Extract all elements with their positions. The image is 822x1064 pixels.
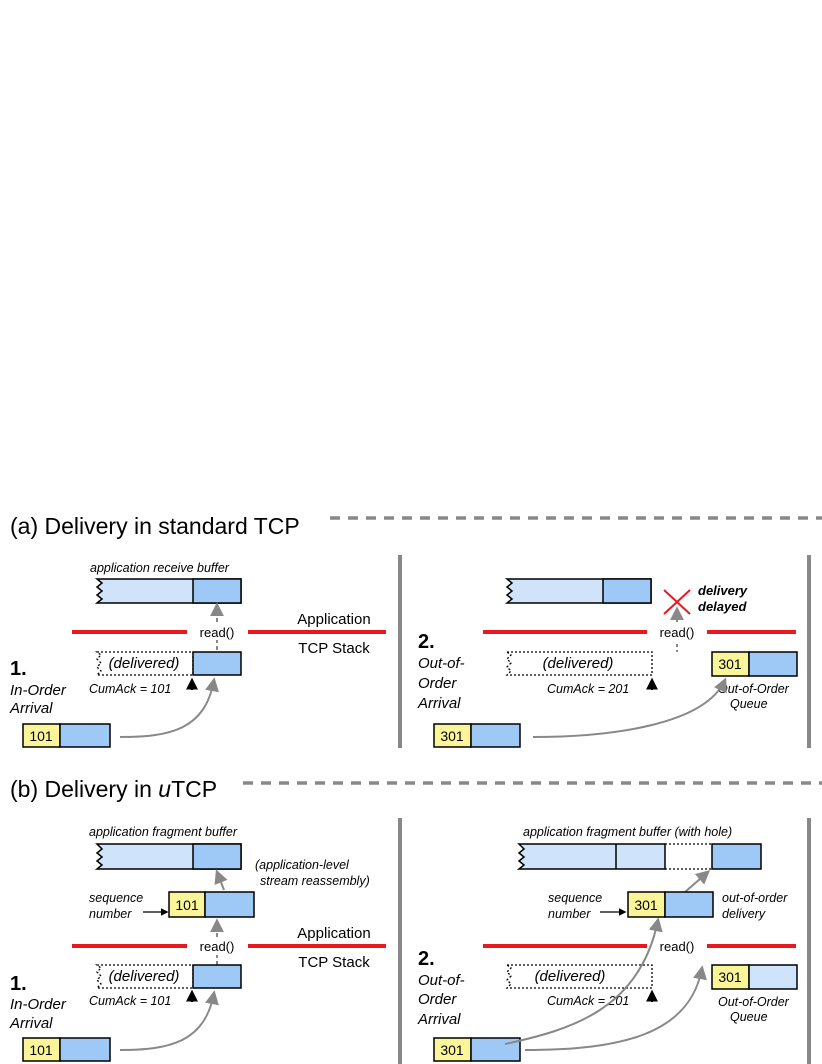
sequence-label-line1: sequence <box>548 891 602 905</box>
section-b-title-prefix: (b) Delivery in <box>10 776 158 802</box>
segment-seq-number: 101 <box>29 1042 53 1058</box>
section-b: (b) Delivery in uTCP application fragmen… <box>9 776 822 1064</box>
section-a-left-panel: application receive buffer read() Applic… <box>9 561 386 748</box>
section-b-title-u: u <box>158 776 171 802</box>
layer-tcp-stack-label: TCP Stack <box>298 640 370 657</box>
direct-delivery-arrow <box>504 917 663 1045</box>
arrival-label-line1: In-Order <box>10 996 67 1013</box>
seq-segment-number: 301 <box>634 897 658 913</box>
tcp-buffer-payload <box>192 651 242 676</box>
read-call-label: read() <box>200 939 235 954</box>
sequence-label-line1: sequence <box>89 891 143 905</box>
read-call-label: read() <box>200 625 235 640</box>
segment-payload <box>59 723 111 748</box>
segment-payload <box>59 1037 111 1062</box>
reassembly-label-line1: (application-level <box>255 858 350 872</box>
sequence-label-line2: number <box>548 907 591 921</box>
delivered-label: (delivered) <box>535 968 606 985</box>
delivered-region <box>95 651 194 676</box>
delivered-label: (delivered) <box>109 655 180 672</box>
cumack-label: CumAck = 101 <box>89 682 171 696</box>
receive-buffer-label: application receive buffer <box>90 561 230 575</box>
arrival-label-line1: Out-of- <box>418 655 465 672</box>
arrival-label-line2: Arrival <box>9 700 53 717</box>
segment-seq-number: 301 <box>440 1042 464 1058</box>
ooo-queue-label-line1: Out-of-Order <box>718 682 790 696</box>
sequence-label-line2: number <box>89 907 132 921</box>
ooo-queue-label-line1: Out-of-Order <box>718 995 790 1009</box>
section-b-title: (b) Delivery in uTCP <box>10 776 217 802</box>
tcp-buffer-payload <box>192 964 242 989</box>
ooo-queue-label-line2: Queue <box>730 697 768 711</box>
arrival-label-line2: Order <box>418 675 457 692</box>
section-b-right-panel: application fragment buffer (with hole) … <box>417 825 798 1062</box>
queue-segment-header <box>711 964 750 990</box>
ooo-queue-label-line2: Queue <box>730 1010 768 1024</box>
layer-application-label: Application <box>297 925 370 942</box>
queue-segment-payload <box>748 651 798 677</box>
reassembly-label-line2: stream reassembly) <box>260 874 370 888</box>
section-b-left-panel: application fragment buffer (application… <box>9 825 386 1062</box>
queue-segment-header <box>711 651 750 677</box>
arrival-arrow <box>532 677 727 738</box>
to-queue-arrow <box>524 965 707 1051</box>
segment-seq-number: 101 <box>29 728 53 744</box>
section-a-title: (a) Delivery in standard TCP <box>10 513 300 539</box>
delivered-label: (delivered) <box>109 968 180 985</box>
arrival-label-line2: Order <box>418 991 457 1008</box>
seq-segment-payload <box>204 891 255 918</box>
segment-payload <box>470 723 521 748</box>
arrival-label-line3: Arrival <box>417 1011 461 1028</box>
fragment-buffer-label: application fragment buffer (with hole) <box>523 825 732 839</box>
read-call-label: read() <box>660 625 695 640</box>
arrival-label-line1: Out-of- <box>418 972 465 989</box>
queue-segment-seq-number: 301 <box>718 656 742 672</box>
layer-application-label: Application <box>297 611 370 628</box>
receive-buffer-payload <box>192 578 242 604</box>
queue-segment-payload <box>748 964 798 990</box>
step-number: 2. <box>418 631 435 653</box>
delivery-delayed-line2: delayed <box>698 599 747 614</box>
arrival-label-line1: In-Order <box>10 682 67 699</box>
arrival-label-line2: Arrival <box>9 1015 53 1032</box>
delivery-delayed-line1: delivery <box>698 583 748 598</box>
ooo-delivery-label-line2: delivery <box>722 907 766 921</box>
receive-buffer-payload <box>602 578 652 604</box>
delivered-region <box>505 964 653 989</box>
section-a: (a) Delivery in standard TCP application… <box>9 513 822 748</box>
seq-segment-header <box>627 891 666 918</box>
arrival-label-line3: Arrival <box>417 695 461 712</box>
fragment-up-arrow <box>214 869 228 891</box>
ooo-delivery-label-line1: out-of-order <box>722 891 788 905</box>
layer-tcp-stack-label: TCP Stack <box>298 954 370 971</box>
seq-segment-header <box>168 891 206 918</box>
step-number: 1. <box>10 658 27 680</box>
step-number: 2. <box>418 948 435 970</box>
fragment-buffer <box>516 843 666 870</box>
section-a-right-panel: delivery delayed read() 2. Out-of- Order… <box>417 578 798 748</box>
cumack-label: CumAck = 201 <box>547 682 629 696</box>
arrival-arrow <box>119 990 219 1051</box>
seq-segment-payload <box>664 891 714 918</box>
delivered-label: (delivered) <box>543 655 614 672</box>
fragment-buffer-payload <box>711 843 762 870</box>
delivered-region <box>95 964 194 989</box>
step-number: 1. <box>10 973 27 995</box>
segment-seq-number: 301 <box>440 728 464 744</box>
delivered-region <box>505 651 653 676</box>
cumack-label: CumAck = 101 <box>89 994 171 1008</box>
fragment-buffer-payload <box>192 843 242 870</box>
blocked-x-icon-stroke <box>663 589 691 615</box>
seq-segment-number: 101 <box>175 897 199 913</box>
section-b-title-suffix: TCP <box>171 776 217 802</box>
queue-segment-seq-number: 301 <box>718 969 742 985</box>
ooo-delivery-arrow <box>684 870 711 893</box>
arrival-arrow <box>119 677 219 738</box>
read-call-label: read() <box>660 939 695 954</box>
fragment-buffer-label: application fragment buffer <box>89 825 238 839</box>
